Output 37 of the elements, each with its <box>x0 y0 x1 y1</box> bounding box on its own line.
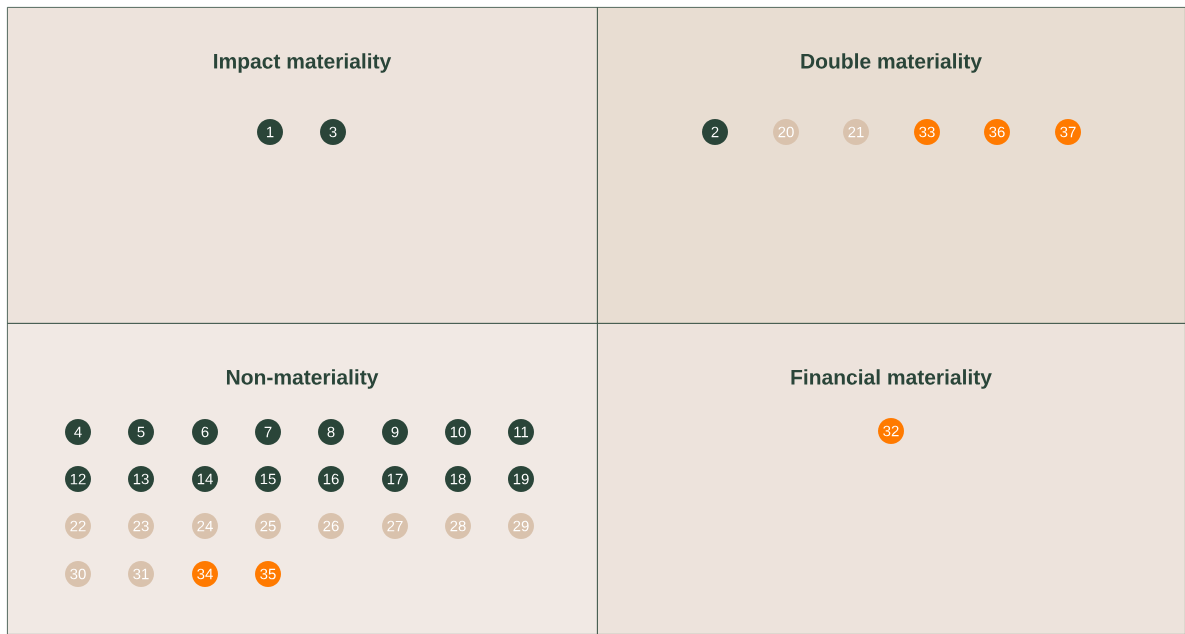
number-badge: 20 <box>773 119 799 145</box>
number-badge: 37 <box>1055 119 1081 145</box>
number-badge: 8 <box>318 419 344 445</box>
number-badge: 25 <box>255 513 281 539</box>
number-badge: 5 <box>128 419 154 445</box>
number-badge: 36 <box>984 119 1010 145</box>
number-badge: 12 <box>65 466 91 492</box>
number-badge: 10 <box>445 419 471 445</box>
number-badge: 29 <box>508 513 534 539</box>
number-badge: 31 <box>128 561 154 587</box>
number-badge: 1 <box>257 119 283 145</box>
number-badge: 2 <box>702 119 728 145</box>
number-badge: 24 <box>192 513 218 539</box>
number-badge: 13 <box>128 466 154 492</box>
number-badge: 30 <box>65 561 91 587</box>
number-badge: 19 <box>508 466 534 492</box>
number-badge: 34 <box>192 561 218 587</box>
number-badge: 17 <box>382 466 408 492</box>
number-badge: 35 <box>255 561 281 587</box>
number-badge: 33 <box>914 119 940 145</box>
number-badge: 7 <box>255 419 281 445</box>
number-badge: 27 <box>382 513 408 539</box>
number-badge: 14 <box>192 466 218 492</box>
number-badge: 9 <box>382 419 408 445</box>
number-badge: 28 <box>445 513 471 539</box>
number-badge: 23 <box>128 513 154 539</box>
number-badge: 16 <box>318 466 344 492</box>
number-badge: 26 <box>318 513 344 539</box>
number-badge: 4 <box>65 419 91 445</box>
number-badge: 3 <box>320 119 346 145</box>
number-badge: 22 <box>65 513 91 539</box>
number-badge: 6 <box>192 419 218 445</box>
number-badge: 21 <box>843 119 869 145</box>
number-badge: 18 <box>445 466 471 492</box>
number-badge: 11 <box>508 419 534 445</box>
number-badge: 32 <box>878 418 904 444</box>
number-badge: 15 <box>255 466 281 492</box>
